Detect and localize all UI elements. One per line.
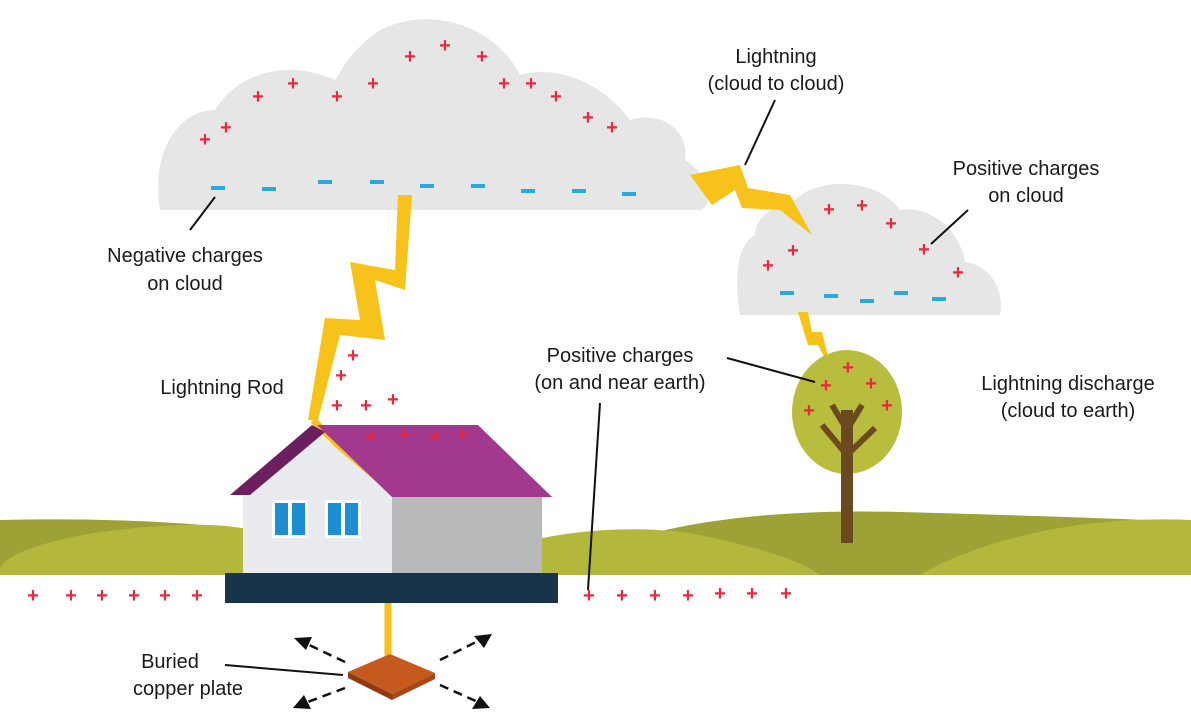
lightning-bolt-main bbox=[308, 195, 412, 420]
svg-text:+: + bbox=[476, 46, 488, 68]
arrowheads bbox=[293, 634, 492, 709]
svg-text:+: + bbox=[287, 73, 299, 95]
svg-text:+: + bbox=[823, 199, 835, 221]
label-positive-cloud-1: Positive charges bbox=[953, 158, 1100, 180]
svg-text:+: + bbox=[682, 585, 694, 607]
svg-text:+: + bbox=[220, 117, 232, 139]
copper-plate-group bbox=[293, 634, 492, 709]
label-positive-cloud-2: on cloud bbox=[988, 185, 1064, 207]
negative-cloud bbox=[158, 19, 709, 210]
positive-cloud bbox=[737, 183, 1001, 315]
labels: Lightning (cloud to cloud) Positive char… bbox=[107, 46, 1155, 700]
hill-middle bbox=[450, 529, 820, 575]
svg-text:+: + bbox=[582, 107, 594, 129]
svg-text:+: + bbox=[780, 583, 792, 605]
svg-text:+: + bbox=[714, 583, 726, 605]
label-positive-earth-2: (on and near earth) bbox=[534, 372, 705, 394]
label-plate-2: copper plate bbox=[133, 678, 243, 700]
svg-text:+: + bbox=[199, 129, 211, 151]
svg-text:+: + bbox=[606, 117, 618, 139]
svg-text:+: + bbox=[762, 255, 774, 277]
svg-text:+: + bbox=[367, 73, 379, 95]
svg-text:+: + bbox=[360, 395, 372, 417]
svg-text:+: + bbox=[457, 424, 469, 446]
hill-left-front bbox=[0, 524, 300, 575]
big-cloud-shape bbox=[158, 19, 709, 210]
svg-text:+: + bbox=[885, 213, 897, 235]
house bbox=[225, 425, 558, 603]
svg-text:+: + bbox=[856, 195, 868, 217]
svg-text:+: + bbox=[583, 585, 595, 607]
lightning-bolt-to-tree bbox=[798, 312, 832, 372]
label-negative-cloud-2: on cloud bbox=[147, 273, 223, 295]
house-roof bbox=[317, 425, 552, 497]
house-foundation bbox=[225, 573, 558, 603]
svg-text:+: + bbox=[918, 239, 930, 261]
svg-text:+: + bbox=[498, 73, 510, 95]
svg-text:+: + bbox=[746, 583, 758, 605]
lightning-bolt-cloud-to-cloud bbox=[690, 165, 812, 235]
house-roof-left bbox=[230, 425, 325, 495]
svg-text:+: + bbox=[347, 345, 359, 367]
svg-text:+: + bbox=[128, 585, 140, 607]
negative-charges bbox=[211, 180, 946, 303]
house-window-right bbox=[325, 500, 361, 538]
hill-right-front bbox=[920, 519, 1191, 575]
copper-plate bbox=[348, 654, 435, 694]
svg-text:+: + bbox=[865, 373, 877, 395]
tree-branches bbox=[819, 403, 878, 458]
svg-text:+: + bbox=[398, 424, 410, 446]
small-cloud-shape bbox=[737, 183, 1001, 315]
svg-text:+: + bbox=[842, 357, 854, 379]
svg-text:+: + bbox=[525, 73, 537, 95]
svg-text:+: + bbox=[550, 86, 562, 108]
svg-text:+: + bbox=[387, 389, 399, 411]
tree bbox=[792, 350, 902, 543]
label-lightning-cloud-to-cloud-2: (cloud to cloud) bbox=[708, 73, 845, 95]
positive-charges: + + + + + + + + + + + + + + + + + + + + … bbox=[27, 35, 964, 607]
svg-text:+: + bbox=[404, 46, 416, 68]
svg-text:+: + bbox=[803, 400, 815, 422]
arrows-icon bbox=[304, 638, 481, 705]
leader-lines bbox=[189, 99, 969, 676]
svg-text:+: + bbox=[649, 585, 661, 607]
tree-trunk bbox=[841, 410, 853, 543]
landscape bbox=[0, 511, 1191, 575]
svg-text:+: + bbox=[439, 35, 451, 57]
label-negative-cloud-1: Negative charges bbox=[107, 245, 263, 267]
label-positive-earth-1: Positive charges bbox=[547, 345, 694, 367]
svg-text:+: + bbox=[364, 426, 376, 448]
label-plate-1: Buried bbox=[141, 651, 199, 673]
svg-text:+: + bbox=[159, 585, 171, 607]
house-side-wall bbox=[392, 495, 542, 573]
svg-text:+: + bbox=[820, 375, 832, 397]
svg-text:+: + bbox=[787, 240, 799, 262]
label-lightning-cloud-to-cloud-1: Lightning bbox=[735, 46, 816, 68]
svg-text:+: + bbox=[335, 365, 347, 387]
svg-text:+: + bbox=[96, 585, 108, 607]
svg-text:+: + bbox=[65, 585, 77, 607]
svg-text:+: + bbox=[331, 395, 343, 417]
label-discharge-2: (cloud to earth) bbox=[1001, 400, 1136, 422]
svg-text:+: + bbox=[191, 585, 203, 607]
svg-text:+: + bbox=[252, 86, 264, 108]
svg-text:+: + bbox=[616, 585, 628, 607]
svg-text:+: + bbox=[27, 585, 39, 607]
svg-text:+: + bbox=[331, 86, 343, 108]
label-discharge-1: Lightning discharge bbox=[981, 373, 1154, 395]
svg-text:+: + bbox=[952, 262, 964, 284]
label-lightning-rod: Lightning Rod bbox=[160, 377, 283, 399]
house-window-left bbox=[272, 500, 308, 538]
copper-plate-edge bbox=[348, 672, 392, 700]
svg-text:+: + bbox=[881, 395, 893, 417]
svg-text:+: + bbox=[428, 426, 440, 448]
